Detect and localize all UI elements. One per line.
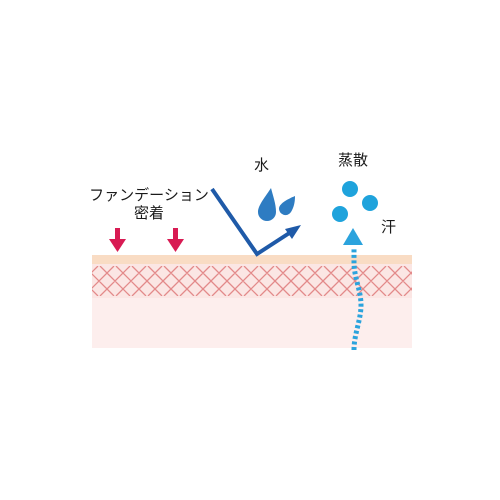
sweat-label: 汗: [381, 218, 397, 236]
dermis-layer: [92, 296, 412, 348]
water-droplet-icon: [258, 188, 276, 221]
bounce-arrow-icon: [210, 187, 301, 257]
foundation-arrow-right: [167, 228, 184, 252]
vapor-dot-icon: [332, 206, 348, 222]
evaporation-label: 蒸散: [338, 151, 369, 169]
mesh-band: [92, 264, 412, 298]
foundation-label-line2: 密着: [133, 204, 164, 222]
skin-top-layer: [92, 255, 412, 264]
foundation-label-line1: ファンデーション: [89, 186, 209, 204]
sweat-up-arrow-icon: [343, 228, 364, 351]
foundation-arrow-left: [109, 228, 126, 252]
foundation-label: ファンデーション 密着: [88, 186, 210, 222]
vapor-dot-icon: [342, 181, 358, 197]
water-droplet-small-icon: [278, 196, 295, 216]
vapor-dot-icon: [362, 195, 378, 211]
mesh-lines: [92, 266, 412, 296]
water-label: 水: [254, 156, 270, 174]
skin-mesh-pattern: [92, 266, 412, 296]
